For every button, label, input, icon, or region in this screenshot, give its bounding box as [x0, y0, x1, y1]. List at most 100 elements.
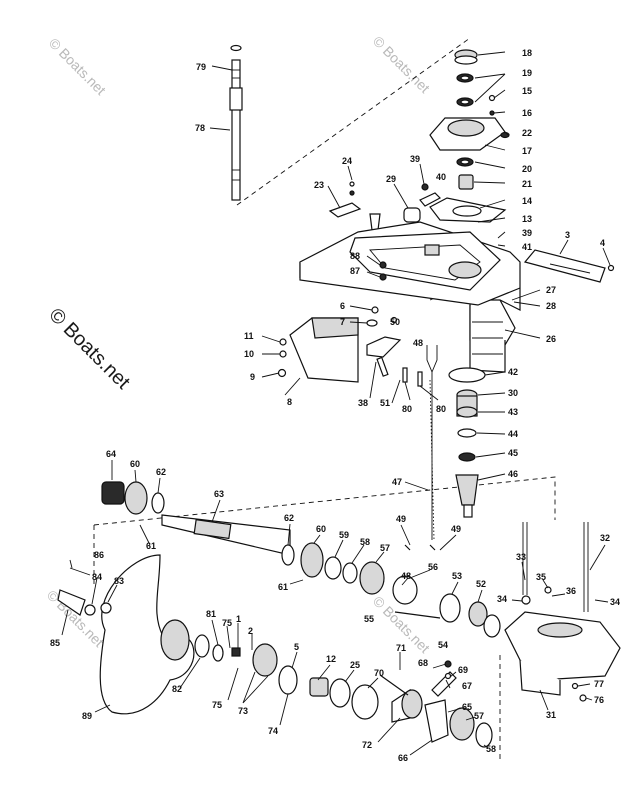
callout-77: 77: [594, 679, 604, 689]
callout-18: 18: [522, 48, 532, 58]
callout-2: 2: [248, 626, 253, 636]
callout-30: 30: [508, 388, 518, 398]
watermark-left-large: © Boats.net: [44, 304, 134, 394]
callout-11: 11: [244, 331, 254, 341]
propeller: [57, 554, 298, 715]
callout-48-bottom: 48: [401, 571, 411, 581]
callout-67: 67: [462, 681, 472, 691]
callout-81: 81: [206, 609, 216, 619]
shift-rod: [426, 345, 438, 541]
callout-57-bottom: 57: [474, 711, 484, 721]
side-cover: [277, 306, 423, 387]
callout-36: 36: [566, 586, 576, 596]
callout-86: 86: [94, 550, 104, 560]
bracket-items: [328, 181, 441, 231]
callout-31: 31: [546, 710, 556, 720]
shift-lever: [523, 249, 615, 283]
callout-71: 71: [396, 643, 406, 653]
callout-65: 65: [462, 702, 472, 712]
callout-38: 38: [358, 398, 368, 408]
callout-73: 73: [238, 706, 248, 716]
callout-80-left: 80: [402, 404, 412, 414]
callout-78: 78: [195, 123, 205, 133]
gearcase-housing: [299, 221, 521, 373]
callout-29: 29: [386, 174, 396, 184]
callout-34-left: 34: [497, 594, 507, 604]
studs: [521, 522, 589, 612]
callout-80-right: 80: [436, 404, 446, 414]
callout-57-mid: 57: [380, 543, 390, 553]
callout-68: 68: [418, 658, 428, 668]
callout-44: 44: [508, 429, 518, 439]
callout-60-left: 60: [130, 459, 140, 469]
callout-21: 21: [522, 179, 532, 189]
callout-34-right: 34: [610, 597, 620, 607]
callout-58-mid: 58: [360, 537, 370, 547]
callout-83: 83: [114, 576, 124, 586]
callout-53: 53: [452, 571, 462, 581]
callout-32: 32: [600, 533, 610, 543]
callout-43: 43: [508, 407, 518, 417]
callout-62-mid: 62: [284, 513, 294, 523]
driveshaft: [229, 44, 243, 201]
callout-76: 76: [594, 695, 604, 705]
callout-4: 4: [600, 238, 605, 248]
callout-55: 55: [364, 614, 374, 624]
callout-40: 40: [436, 172, 446, 182]
callout-69: 69: [458, 665, 468, 675]
callout-13: 13: [522, 214, 532, 224]
callout-9: 9: [250, 372, 255, 382]
callout-19: 19: [522, 68, 532, 78]
callout-63: 63: [214, 489, 224, 499]
callout-12: 12: [326, 654, 336, 664]
lower-gearcase: [504, 611, 621, 702]
callout-15: 15: [522, 86, 532, 96]
callout-1: 1: [236, 614, 241, 624]
callout-7: 7: [340, 317, 345, 327]
watermark-top-left: © Boats.net: [46, 35, 109, 98]
callout-17: 17: [522, 146, 532, 156]
callout-58-bottom: 58: [486, 744, 496, 754]
callout-87: 87: [350, 266, 360, 276]
callout-59: 59: [339, 530, 349, 540]
propeller-shaft-assembly: [101, 481, 501, 638]
callout-66: 66: [398, 753, 408, 763]
callout-49-right: 49: [451, 524, 461, 534]
callout-23: 23: [314, 180, 324, 190]
callout-50: 50: [390, 317, 400, 327]
callout-72: 72: [362, 740, 372, 750]
callout-5: 5: [294, 642, 299, 652]
callout-8: 8: [287, 397, 292, 407]
callout-39-top: 39: [410, 154, 420, 164]
callout-35: 35: [536, 572, 546, 582]
callout-75-bottom: 75: [212, 700, 222, 710]
callout-84: 84: [92, 572, 102, 582]
callout-64: 64: [106, 449, 116, 459]
leader-lines: [61, 51, 611, 756]
callout-56: 56: [428, 562, 438, 572]
callout-6: 6: [340, 301, 345, 311]
callout-24: 24: [342, 156, 352, 166]
callout-45: 45: [508, 448, 518, 458]
callout-42: 42: [508, 367, 518, 377]
callout-74: 74: [268, 726, 278, 736]
clutch-components: [309, 660, 493, 748]
callout-22: 22: [522, 128, 532, 138]
right-bearing-stack: [448, 367, 486, 518]
callout-39-right: 39: [522, 228, 532, 238]
callout-75-top: 75: [222, 618, 232, 628]
callout-3: 3: [565, 230, 570, 240]
callout-62-left: 62: [156, 467, 166, 477]
callout-52: 52: [476, 579, 486, 589]
callout-49-left: 49: [396, 514, 406, 524]
callout-20: 20: [522, 164, 532, 174]
callout-61-left: 61: [146, 541, 156, 551]
callout-33: 33: [516, 552, 526, 562]
callout-89: 89: [82, 711, 92, 721]
callout-25: 25: [350, 660, 360, 670]
callout-16: 16: [522, 108, 532, 118]
callout-82: 82: [172, 684, 182, 694]
callout-54: 54: [438, 640, 448, 650]
callout-51: 51: [380, 398, 390, 408]
callout-14: 14: [522, 196, 532, 206]
